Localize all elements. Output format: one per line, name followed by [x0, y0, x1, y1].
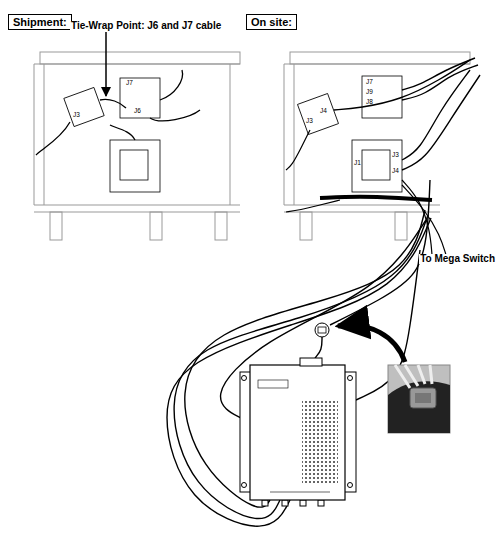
panel-heading: On site: [246, 14, 297, 30]
cable-gland [282, 500, 288, 506]
connector-photo [388, 365, 450, 433]
cable-gland [300, 500, 306, 506]
cable-gland [318, 500, 324, 506]
connector-label: J1 [354, 160, 361, 167]
cable [402, 58, 475, 90]
cable [402, 70, 470, 160]
connector-label: J6 [134, 108, 141, 115]
pointer-arrow [105, 32, 107, 96]
connector-label: J8 [366, 99, 373, 106]
cables-left [36, 70, 200, 155]
connector-label: J7 [366, 79, 373, 86]
cable [402, 75, 480, 170]
callout-text: To Mega Switch [419, 254, 496, 264]
cable [286, 130, 310, 170]
connector-label: J7 [126, 80, 133, 87]
modules-right [297, 76, 402, 192]
connector-label: J9 [366, 89, 373, 96]
cable [185, 210, 425, 507]
indicator-arrow [338, 325, 405, 362]
panel-heading: Shipment: [8, 14, 72, 30]
frame-right [284, 52, 470, 240]
connector-label: J3 [306, 118, 313, 125]
modules-left [64, 78, 160, 192]
frame-left [34, 52, 240, 240]
connector-label: J4 [320, 108, 327, 115]
cable [334, 60, 470, 110]
control-unit [240, 358, 356, 500]
connector-label: J3 [73, 112, 80, 119]
connector-label: J4 [392, 168, 399, 175]
cable [320, 197, 432, 200]
heading-text: Shipment: [13, 16, 67, 28]
cable [402, 185, 446, 255]
cable-gland [262, 500, 268, 506]
connector-label: J3 [392, 152, 399, 159]
cable [286, 200, 340, 212]
cable-bundle [167, 58, 480, 526]
cable [315, 337, 322, 358]
connector-icon [315, 323, 329, 337]
callout-text: Tie-Wrap Point: J6 and J7 cable [70, 21, 222, 31]
heading-text: On site: [251, 16, 292, 28]
